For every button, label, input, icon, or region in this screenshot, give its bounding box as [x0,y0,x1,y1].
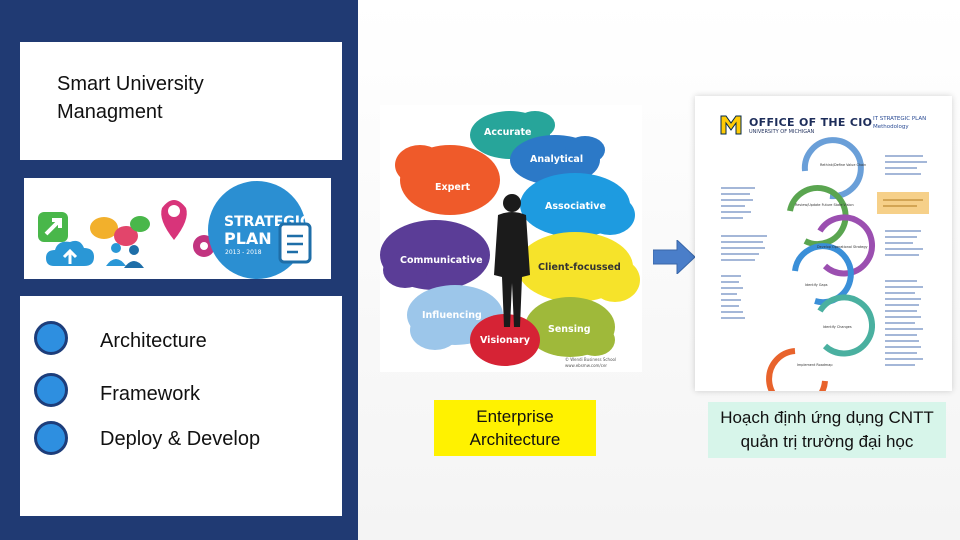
cloud-associative: Associative [520,173,635,237]
methodology-graphic: OFFICE OF THE CIO UNIVERSITY OF MICHIGAN… [720,115,929,410]
topic-framework: Framework [100,383,201,405]
methodology-document-figure: OFFICE OF THE CIO UNIVERSITY OF MICHIGAN… [695,96,952,410]
logo-text-years: 2013 - 2018 [225,249,262,256]
cloud-visionary: Visionary [470,314,540,366]
strategic-plan-graphic: STRATEGIC PLAN 2013 - 2018 [38,181,312,279]
cloud-label: Expert [435,182,471,193]
cloud-label: Influencing [422,310,482,321]
caption-it-planning: Hoạch định ứng dụng CNTT quản trị trường… [708,402,946,458]
cycle-node-label: Rethink/Define Value Chain [820,163,866,167]
title-card [20,42,342,160]
competency-cloud-graphic: Accurate Analytical Expert Associative C… [380,111,640,368]
map-pin-icon [161,200,187,240]
doc-header-subtitle: UNIVERSITY OF MICHIGAN [749,129,814,135]
cycle-arc [787,184,849,247]
cycle-arc [801,137,864,200]
speech-bubble-icon [130,216,150,232]
speech-bubble-icon [90,217,118,239]
arrow-right-icon [652,238,696,279]
cloud-analytical: Analytical [510,135,605,185]
doc-highlight-box [877,192,929,214]
person-icon [129,245,139,255]
bullet-circle-icon [34,421,68,455]
speech-bubble-icon [114,226,138,246]
strategic-plan-logo: STRATEGIC PLAN 2013 - 2018 [24,178,331,279]
cycle-node-label: Implement Roadmap [797,363,832,367]
cycle-arc [817,294,875,357]
cycle-node-label: Develop Operational Strategy [817,245,868,249]
cloud-communicative: Communicative [380,220,490,290]
topic-architecture: Architecture [100,330,207,352]
cycle-arc [766,348,828,410]
person-icon [111,243,121,253]
doc-header-title: OFFICE OF THE CIO [749,116,872,129]
bullet-circle-icon [34,321,68,355]
arrow-up-right-icon [44,218,62,236]
cloud-label: Communicative [400,255,483,266]
university-m-logo [720,115,742,135]
cycle-node-label: Identify Gaps [805,283,828,287]
cloud-label: Accurate [484,127,531,138]
topic-deploy-develop: Deploy & Develop [100,428,261,450]
caption-enterprise-architecture: Enterprise Architecture [434,400,596,456]
figure-credit: © Wendi Business School [565,357,616,362]
person-silhouette-icon [494,194,530,327]
competency-cloud-figure: Accurate Analytical Expert Associative C… [380,105,642,372]
cloud-sensing: Sensing [525,297,615,357]
cloud-label: Associative [545,201,606,212]
cloud-expert: Expert [395,145,500,215]
cycle-arc [817,214,875,277]
cycle-node-label: Identify Changes [823,325,852,329]
doc-bullet-lines [721,155,927,366]
upload-arrow-icon [62,248,78,264]
cloud-label: Client-focussed [538,262,621,273]
cloud-client-focussed: Client-focussed [517,232,640,302]
doc-method-title: IT STRATEGIC PLAN [873,116,926,122]
cloud-label: Analytical [530,154,583,165]
bullet-circle-icon [34,373,68,407]
figure-credit-url: www.ebsmw.com/cer [565,363,607,368]
cloud-label: Sensing [548,324,591,335]
cloud-label: Visionary [480,335,531,346]
doc-method-subtitle: Methodology [873,124,909,130]
logo-text-plan: PLAN [224,229,272,248]
topics-card [20,296,342,516]
sidebar-title: Smart University Managment [57,73,204,123]
cycle-node-label: Review/Update Future State Vision [795,203,854,207]
